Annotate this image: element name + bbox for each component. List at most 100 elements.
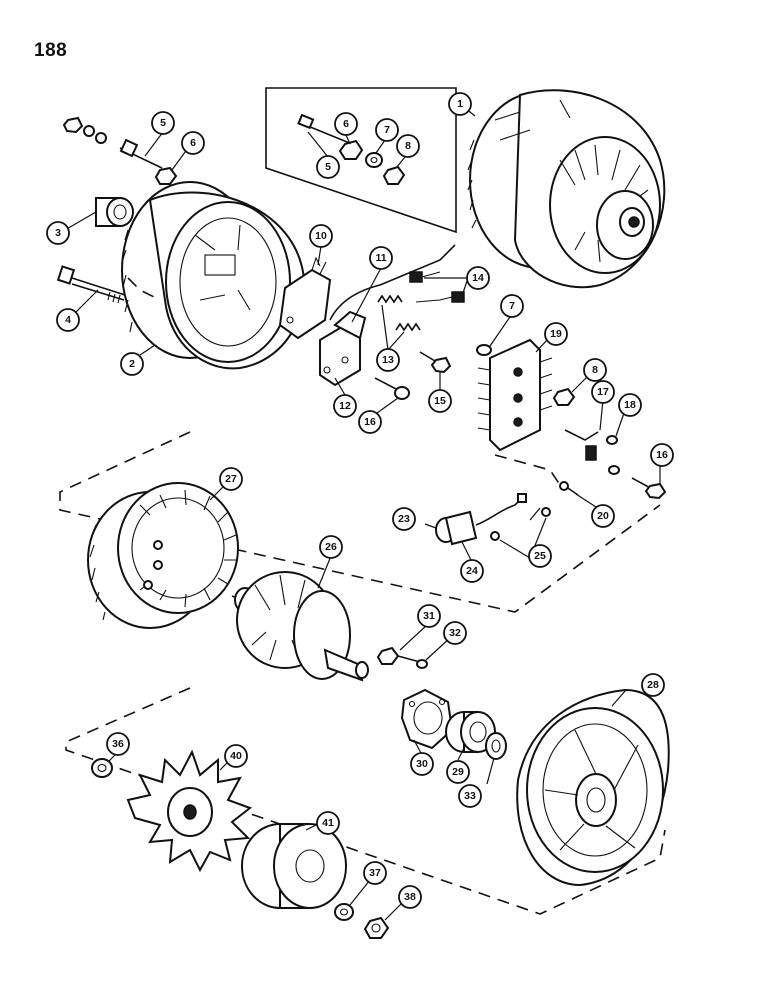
callout-12: 12 [333, 394, 357, 418]
bearing [95, 197, 134, 227]
callout-10: 10 [309, 224, 333, 248]
callout-6-inset: 6 [334, 112, 358, 136]
rectifier-hardware [476, 344, 576, 406]
callout-17: 17 [591, 380, 615, 404]
callout-37: 37 [363, 861, 387, 885]
svg-text:19: 19 [550, 328, 562, 340]
callout-2: 2 [120, 352, 144, 376]
svg-text:41: 41 [322, 817, 334, 829]
capacitor-terminal [564, 429, 667, 500]
callout-5: 5 [151, 111, 175, 135]
callout-32: 32 [443, 621, 467, 645]
svg-text:16: 16 [656, 449, 668, 461]
svg-text:26: 26 [325, 541, 337, 553]
callout-16-right: 16 [650, 443, 674, 467]
svg-text:23: 23 [398, 513, 410, 525]
svg-text:33: 33 [464, 790, 476, 802]
svg-text:16: 16 [364, 416, 376, 428]
pulley-hardware [334, 903, 390, 939]
svg-text:8: 8 [405, 140, 411, 152]
callout-18: 18 [618, 393, 642, 417]
svg-text:24: 24 [466, 565, 478, 577]
callout-14: 14 [466, 266, 490, 290]
svg-text:6: 6 [190, 137, 196, 149]
svg-text:4: 4 [65, 314, 71, 326]
callout-23: 23 [392, 507, 416, 531]
callout-20: 20 [591, 504, 615, 528]
inset-detail-box [265, 87, 457, 234]
rectifier-screw [559, 481, 579, 496]
bearing-retainer-screw [376, 646, 428, 669]
alternator-assembly [467, 89, 666, 289]
slip-ring-end-frame [121, 181, 306, 370]
callout-5-inset: 5 [316, 155, 340, 179]
svg-text:20: 20 [597, 510, 609, 522]
svg-text:10: 10 [315, 230, 327, 242]
callout-4: 4 [56, 308, 80, 332]
brush-holder [319, 244, 456, 387]
svg-text:6: 6 [343, 118, 349, 130]
callout-7: 7 [500, 294, 524, 318]
callout-balloons: 1 2 3 4 5 6 5 6 7 8 10 11 12 13 14 15 16… [46, 92, 674, 909]
svg-text:36: 36 [112, 738, 124, 750]
svg-text:13: 13 [382, 354, 394, 366]
svg-text:27: 27 [225, 473, 237, 485]
regulator [278, 256, 332, 340]
svg-text:28: 28 [647, 679, 659, 691]
callout-38: 38 [398, 885, 422, 909]
stator [87, 482, 239, 629]
svg-text:12: 12 [339, 400, 351, 412]
callout-13: 13 [376, 348, 400, 372]
svg-text:2: 2 [129, 358, 135, 370]
svg-text:5: 5 [325, 161, 331, 173]
callout-31: 31 [417, 604, 441, 628]
svg-text:7: 7 [384, 124, 390, 136]
drive-end-frame [516, 688, 670, 887]
drive-end-bearing [445, 711, 496, 753]
callout-15: 15 [428, 389, 452, 413]
stud-hardware [62, 116, 178, 185]
svg-text:40: 40 [230, 750, 242, 762]
callout-8: 8 [583, 358, 607, 382]
collar [485, 732, 507, 760]
callout-6: 6 [181, 131, 205, 155]
brush-springs [377, 294, 421, 332]
rectifier [477, 338, 553, 452]
callout-25: 25 [528, 544, 552, 568]
svg-text:5: 5 [160, 117, 166, 129]
svg-text:18: 18 [624, 399, 636, 411]
rotor [231, 571, 369, 682]
diode-trio [435, 493, 551, 546]
callout-7-inset: 7 [375, 118, 399, 142]
callout-40: 40 [224, 744, 248, 768]
through-bolt [56, 265, 126, 304]
callout-36: 36 [106, 732, 130, 756]
callout-11: 11 [369, 246, 393, 270]
callout-24: 24 [460, 559, 484, 583]
fan [126, 749, 253, 873]
callout-28: 28 [641, 673, 665, 697]
pulley [241, 823, 347, 909]
svg-text:1: 1 [457, 98, 463, 110]
callout-26: 26 [319, 535, 343, 559]
svg-text:31: 31 [423, 610, 435, 622]
callout-41: 41 [316, 811, 340, 835]
page-number: 188 [34, 40, 68, 61]
callout-27: 27 [219, 467, 243, 491]
bearing-retainer-plate [400, 688, 454, 750]
svg-text:15: 15 [434, 395, 446, 407]
svg-text:32: 32 [449, 627, 461, 639]
callout-16: 16 [358, 410, 382, 434]
dashed-group-outlines [59, 277, 666, 915]
svg-text:37: 37 [369, 867, 381, 879]
spacer [91, 758, 113, 778]
callout-29: 29 [446, 760, 470, 784]
svg-text:25: 25 [534, 550, 546, 562]
svg-text:17: 17 [597, 386, 609, 398]
screws [374, 351, 452, 400]
callout-3: 3 [46, 221, 70, 245]
svg-text:11: 11 [375, 252, 386, 264]
callout-19: 19 [544, 322, 568, 346]
svg-text:3: 3 [55, 227, 61, 239]
